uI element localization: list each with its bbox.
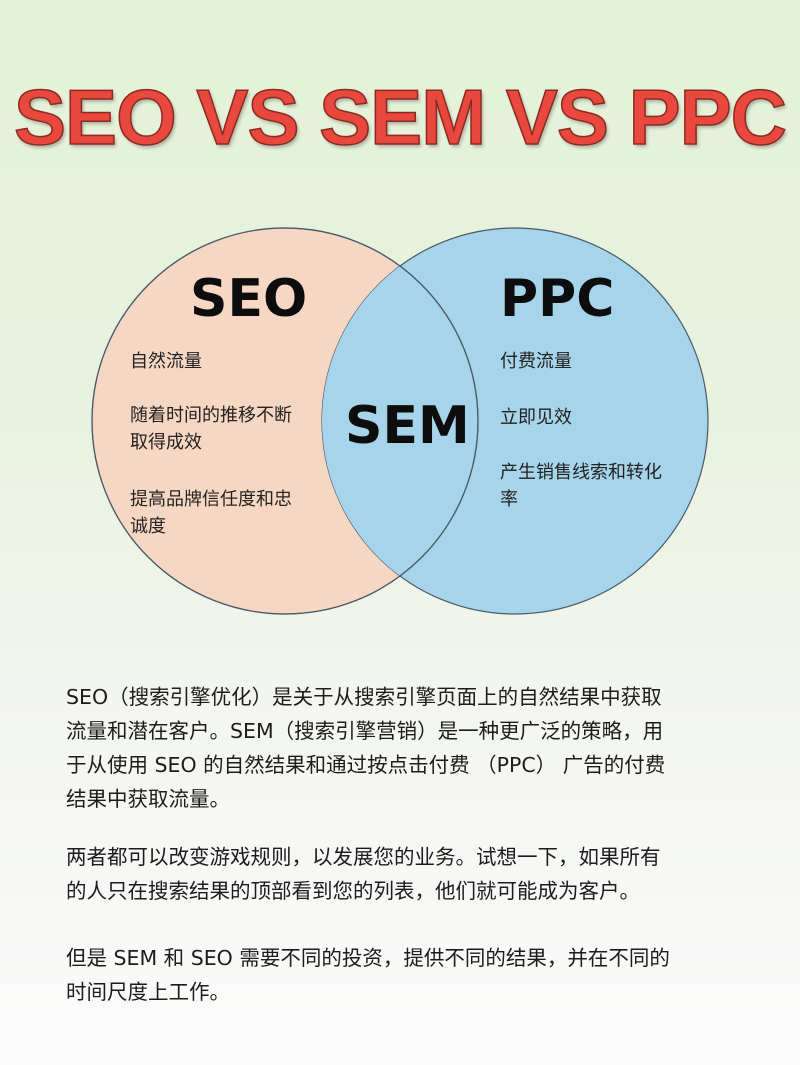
ppc-item-2: 立即见效: [500, 407, 572, 428]
ppc-item-1: 付费流量: [500, 351, 572, 372]
paragraph-definition: SEO（搜索引擎优化）是关于从搜索引擎页面上的自然结果中获取 流量和潜在客户。S…: [66, 685, 666, 811]
paragraph-difference: 但是 SEM 和 SEO 需要不同的投资，提供不同的结果，并在不同的 时间尺度上…: [66, 946, 670, 1004]
venn-diagram: SEO SEM PPC 自然流量 随着时间的推移不断 取得成效 提高品牌信任度和…: [91, 227, 709, 615]
sem-label: SEM: [345, 396, 470, 456]
venn-circles: [91, 227, 709, 615]
ppc-label: PPC: [500, 269, 615, 329]
seo-item-2: 随着时间的推移不断 取得成效: [130, 405, 292, 453]
page-title: SEO VS SEM VS PPC: [13, 73, 787, 161]
seo-item-3: 提高品牌信任度和忠 诚度: [130, 489, 292, 537]
seo-item-1: 自然流量: [130, 351, 202, 372]
ppc-item-3: 产生销售线索和转化 率: [500, 462, 662, 510]
seo-label: SEO: [190, 269, 308, 329]
paragraph-benefit: 两者都可以改变游戏规则，以发展您的业务。试想一下，如果所有 的人只在搜索结果的顶…: [66, 845, 661, 903]
